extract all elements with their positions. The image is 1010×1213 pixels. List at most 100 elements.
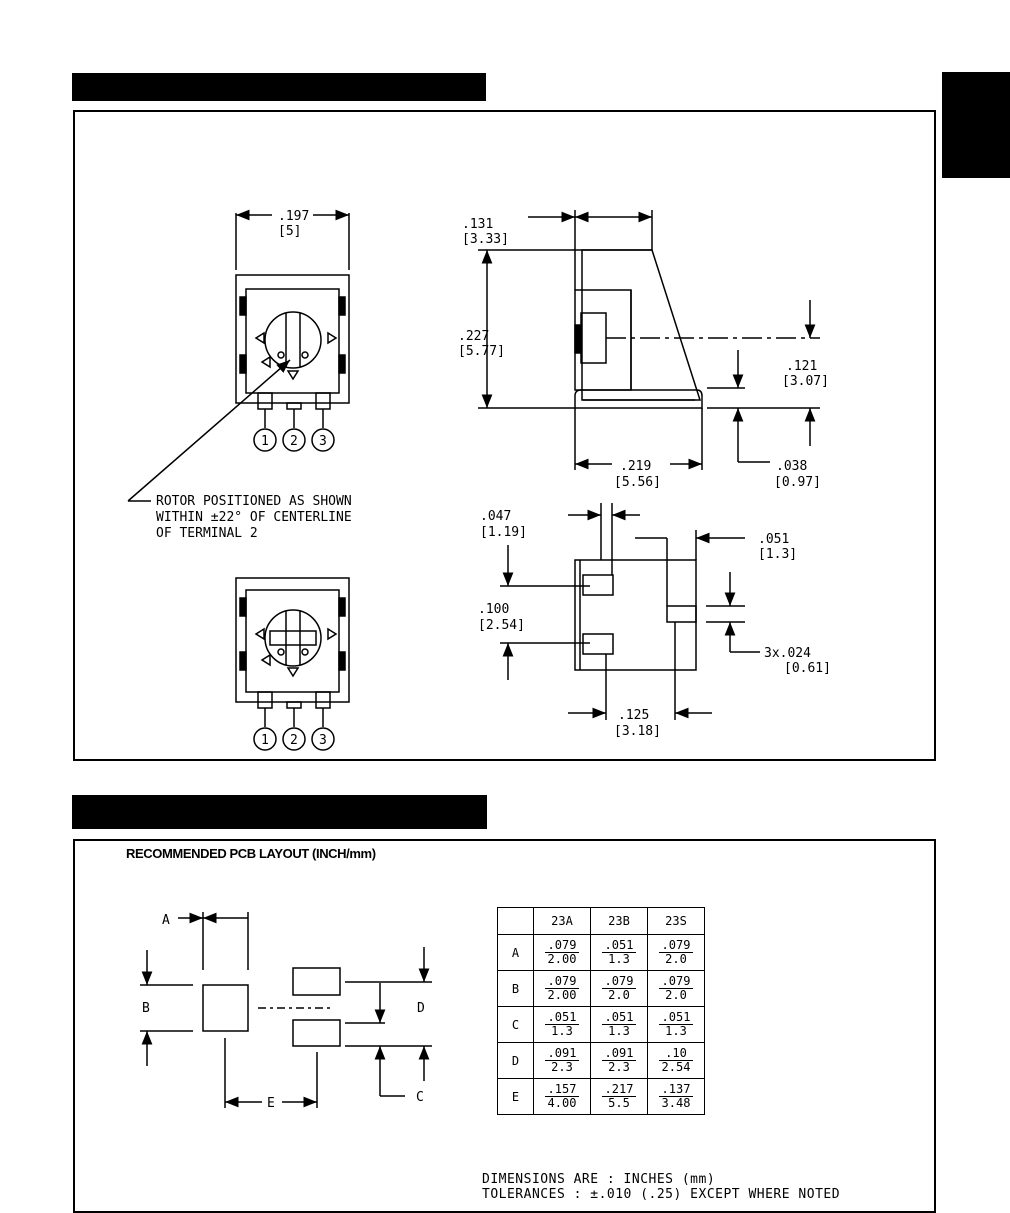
cell-mm: 2.3 xyxy=(608,1060,630,1074)
depth-dim-inch: .219 xyxy=(620,459,651,474)
side-view xyxy=(478,210,820,470)
height-side-dim-mm: [5.77] xyxy=(458,344,505,359)
cell-mm: 2.3 xyxy=(551,1060,573,1074)
pcb-label-e: E xyxy=(267,1096,275,1111)
lead-span-dim-inch: .125 xyxy=(618,708,649,723)
width-dim-mm: [5] xyxy=(278,224,301,239)
pcb-label-d: D xyxy=(417,1001,425,1016)
table-row-label: B xyxy=(497,970,534,1007)
cell-mm: 1.3 xyxy=(551,1024,573,1038)
pcb-layout-title: RECOMMENDED PCB LAYOUT (INCH/mm) xyxy=(126,846,376,861)
cell-inch: .051 xyxy=(601,1011,637,1025)
notes-line-1: DIMENSIONS ARE : INCHES (mm) xyxy=(482,1172,716,1187)
table-row-label: C xyxy=(497,1006,534,1043)
section-header-bar-pcb xyxy=(72,795,487,829)
cell-inch: .137 xyxy=(658,1083,694,1097)
cell-inch: .091 xyxy=(544,1047,580,1061)
height-side-dim-inch: .227 xyxy=(458,329,489,344)
lead-dim-inch: .038 xyxy=(776,459,807,474)
terminal-1-label: 1 xyxy=(261,434,269,449)
offset-dim-mm: [3.07] xyxy=(782,374,829,389)
cell-inch: .079 xyxy=(544,939,580,953)
cell-inch: .079 xyxy=(658,939,694,953)
cell-mm: 1.3 xyxy=(608,952,630,966)
side-tab-bar xyxy=(942,72,1010,178)
rotor-note-line-3: OF TERMINAL 2 xyxy=(156,526,258,541)
terminal-3-label: 3 xyxy=(319,733,327,748)
cell-mm: 2.00 xyxy=(547,952,577,966)
terminal-2-label: 2 xyxy=(290,434,298,449)
pin-offset-dim-mm: [1.19] xyxy=(480,525,527,540)
terminal-1-label: 1 xyxy=(261,733,269,748)
cell-mm: 2.54 xyxy=(661,1060,691,1074)
dimension-notes: DIMENSIONS ARE : INCHES (mm)TOLERANCES :… xyxy=(482,1172,840,1202)
cell-mm: 4.00 xyxy=(547,1096,577,1110)
terminal-2-label: 2 xyxy=(290,733,298,748)
pin-pitch-dim-mm: [2.54] xyxy=(478,618,525,633)
cell-mm: 2.0 xyxy=(608,988,630,1002)
cell-inch: .10 xyxy=(658,1047,694,1061)
offset-dim-inch: .121 xyxy=(786,359,817,374)
width-dim-inch: .197 xyxy=(278,209,309,224)
table-row-label: E xyxy=(497,1078,534,1115)
table-column-header: 23A xyxy=(533,907,591,935)
cell-inch: .217 xyxy=(601,1083,637,1097)
cell-mm: 1.3 xyxy=(665,1024,687,1038)
end-view xyxy=(500,503,760,720)
pcb-label-c: C xyxy=(416,1090,424,1105)
cell-inch: .051 xyxy=(658,1011,694,1025)
pcb-label-b: B xyxy=(142,1001,150,1016)
height-top-dim-mm: [3.33] xyxy=(462,232,509,247)
cell-mm: 3.48 xyxy=(661,1096,691,1110)
cell-mm: 5.5 xyxy=(608,1096,630,1110)
notes-line-2: TOLERANCES : ±.010 (.25) EXCEPT WHERE NO… xyxy=(482,1187,841,1202)
cell-mm: 2.0 xyxy=(665,988,687,1002)
cell-mm: 1.3 xyxy=(608,1024,630,1038)
pin-pitch-dim-inch: .100 xyxy=(478,602,509,617)
rotor-note-line-2: WITHIN ±22° OF CENTERLINE xyxy=(156,510,352,525)
pcb-label-a: A xyxy=(162,913,170,928)
cell-inch: .079 xyxy=(601,975,637,989)
pin-width-dim-mm: [1.3] xyxy=(758,547,797,562)
cell-inch: .051 xyxy=(544,1011,580,1025)
table-column-header: 23S xyxy=(647,907,705,935)
table-row-label: D xyxy=(497,1042,534,1079)
depth-dim-mm: [5.56] xyxy=(614,475,661,490)
lead-thick-dim-mm: [0.61] xyxy=(784,661,831,676)
cell-inch: .079 xyxy=(658,975,694,989)
table-corner-cell xyxy=(497,907,534,935)
section-header-bar-dimensions xyxy=(72,73,486,101)
cell-mm: 2.0 xyxy=(665,952,687,966)
pcb-layout-drawing xyxy=(140,912,432,1108)
lead-span-dim-mm: [3.18] xyxy=(614,724,661,739)
table-row-label: A xyxy=(497,934,534,971)
pin-offset-dim-inch: .047 xyxy=(480,509,511,524)
pin-width-dim-inch: .051 xyxy=(758,532,789,547)
cell-inch: .091 xyxy=(601,1047,637,1061)
cell-inch: .157 xyxy=(544,1083,580,1097)
top-view-rotor-arrow xyxy=(127,209,350,502)
lead-thick-dim-inch: 3x.024 xyxy=(764,646,811,661)
rotor-note-line-1: ROTOR POSITIONED AS SHOWN xyxy=(156,494,352,509)
cell-inch: .051 xyxy=(601,939,637,953)
lead-dim-mm: [0.97] xyxy=(774,475,821,490)
terminal-3-label: 3 xyxy=(319,434,327,449)
